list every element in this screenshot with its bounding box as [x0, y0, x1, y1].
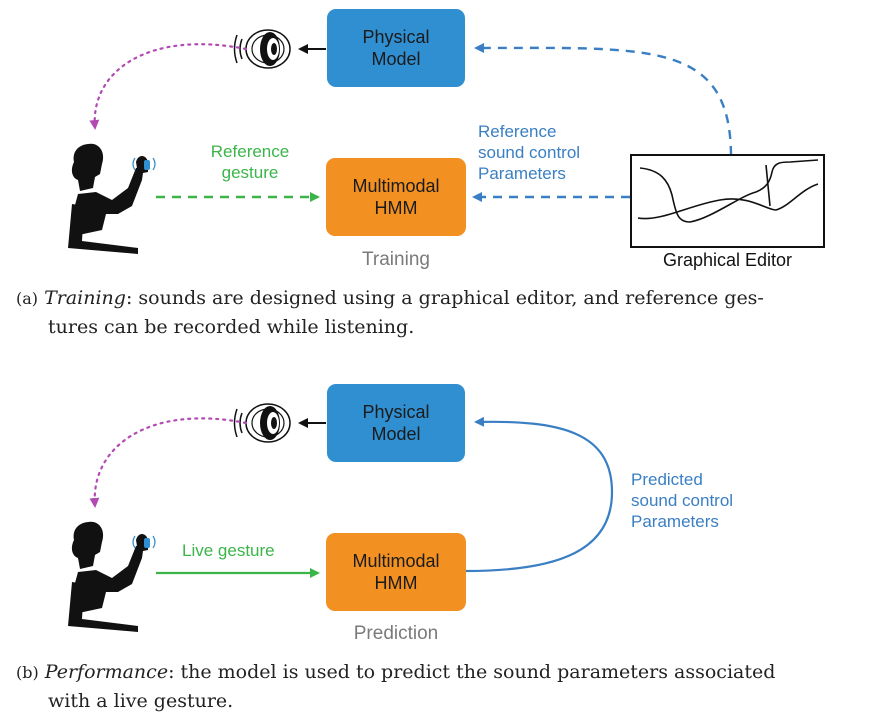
reference-params-label: Reference sound control Parameters — [478, 121, 638, 184]
predicted-params-line2: sound control — [631, 491, 734, 510]
live-gesture-label: Live gesture — [182, 541, 275, 560]
reference-gesture-line2: gesture — [221, 163, 279, 182]
graphical-editor — [630, 154, 825, 248]
caption-a-line1: (a) Training: sounds are designed using … — [16, 284, 864, 313]
caption-b-italic: Performance — [44, 661, 169, 683]
hmm-line1: Multimodal — [352, 551, 440, 571]
caption-a-rest: : sounds are designed using a graphical … — [125, 287, 764, 309]
training-label: Training — [362, 249, 430, 270]
caption-b-tag: (b) — [16, 663, 39, 682]
caption-a-italic: Training — [44, 287, 126, 309]
reference-params-line3: Parameters — [478, 164, 566, 183]
hmm-line2: HMM — [374, 198, 418, 218]
person-gesturing-icon — [68, 521, 156, 632]
sound-feedback-arrow — [89, 417, 248, 508]
caption-a: (a) Training: sounds are designed using … — [16, 284, 864, 342]
caption-b-rest: : the model is used to predict the sound… — [168, 661, 776, 683]
multimodal-hmm-box: Multimodal HMM — [326, 158, 466, 236]
caption-b-line2: with a live gesture. — [48, 690, 234, 712]
predicted-params-line3: Parameters — [631, 512, 719, 531]
caption-a-tag: (a) — [16, 289, 39, 308]
reference-gesture-label: Reference gesture — [200, 141, 300, 183]
caption-a-line2: tures can be recorded while listening. — [48, 316, 415, 338]
reference-params-line1: Reference — [478, 122, 557, 141]
predicted-params-label: Predicted sound control Parameters — [631, 469, 801, 532]
physical-model-box: Physical Model — [327, 9, 465, 87]
params-to-model-arrow — [474, 42, 733, 156]
predicted-params-line1: Predicted — [631, 470, 703, 489]
person-gesturing-icon — [68, 143, 156, 254]
speaker-icon — [233, 29, 291, 69]
sound-feedback-arrow — [89, 43, 248, 130]
caption-b: (b) Performance: the model is used to pr… — [16, 658, 864, 716]
reference-params-line2: sound control — [478, 143, 581, 162]
multimodal-hmm-box: Multimodal HMM — [326, 533, 466, 611]
reference-gesture-line1: Reference — [210, 142, 290, 161]
physical-model-box: Physical Model — [327, 384, 465, 462]
physical-model-line1: Physical — [362, 27, 430, 47]
speaker-icon — [233, 403, 291, 443]
prediction-loop-arrow — [465, 416, 614, 573]
caption-b-line1: (b) Performance: the model is used to pr… — [16, 658, 864, 687]
hmm-line2: HMM — [374, 573, 418, 593]
graphical-editor-label: Graphical Editor — [662, 250, 793, 270]
physical-model-line2: Model — [371, 49, 421, 69]
prediction-label: Prediction — [353, 623, 439, 644]
physical-model-line1: Physical — [362, 402, 430, 422]
physical-model-line2: Model — [371, 424, 421, 444]
hmm-line1: Multimodal — [352, 176, 440, 196]
